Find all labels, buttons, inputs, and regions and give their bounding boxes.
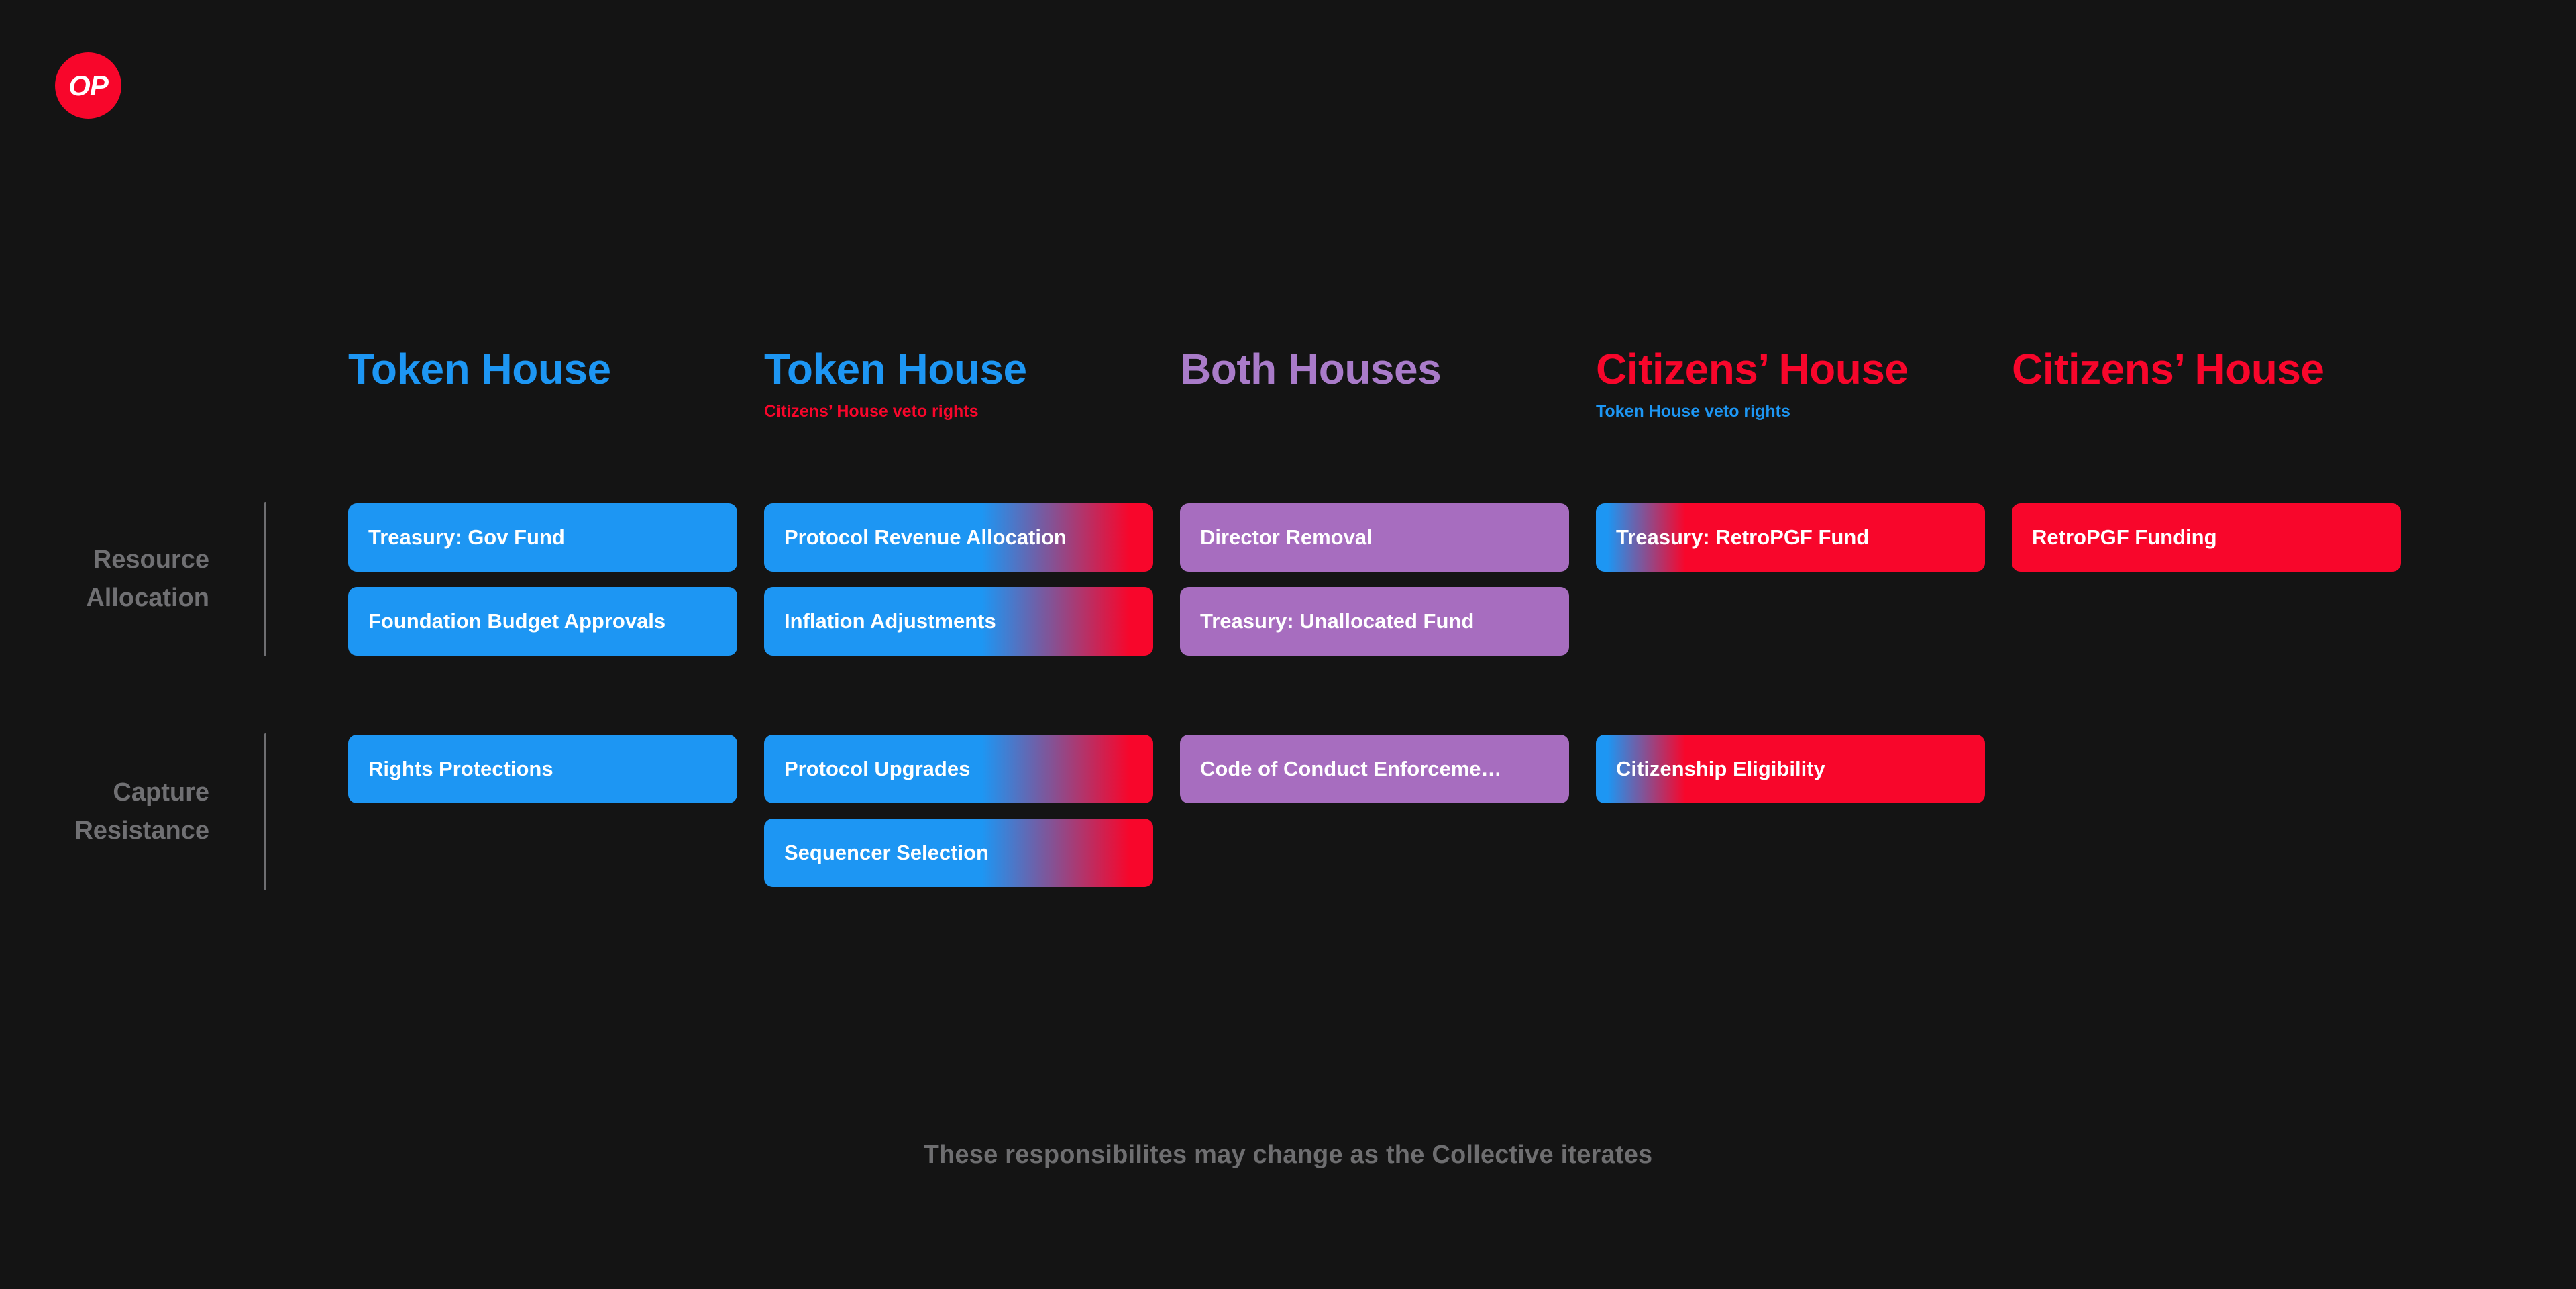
column-title: Citizens’ House — [2012, 345, 2324, 393]
pill-citizenship-eligibility: Citizenship Eligibility — [1596, 735, 1985, 803]
op-logo-text: OP — [68, 69, 109, 101]
pill-sequencer-selection: Sequencer Selection — [764, 819, 1153, 887]
column-header-citizens-house: Citizens’ House — [2012, 346, 2324, 393]
column-title: Token House — [764, 345, 1027, 393]
pill-treasury-gov-fund: Treasury: Gov Fund — [348, 503, 737, 572]
column-title: Both Houses — [1180, 345, 1442, 393]
column-title: Token House — [348, 345, 611, 393]
row-label-line: Resistance — [74, 817, 209, 845]
column-subtitle: Citizens’ House veto rights — [764, 402, 979, 421]
pill-protocol-upgrades: Protocol Upgrades — [764, 735, 1153, 803]
row-label-line: Allocation — [86, 584, 209, 612]
pill-inflation-adjustments: Inflation Adjustments — [764, 587, 1153, 656]
op-logo: OP — [55, 52, 121, 119]
row-divider-line — [264, 502, 266, 656]
pill-director-removal: Director Removal — [1180, 503, 1569, 572]
pill-rights-protections: Rights Protections — [348, 735, 737, 803]
pill-treasury-unallocated-fund: Treasury: Unallocated Fund — [1180, 587, 1569, 656]
row-label-line: Capture — [113, 778, 209, 807]
column-header-token-house: Token House — [348, 346, 611, 393]
footer-caption: These responsibilites may change as the … — [923, 1141, 1653, 1169]
pill-code-of-conduct-enforceme: Code of Conduct Enforceme… — [1180, 735, 1569, 803]
row-label-line: Resource — [93, 546, 209, 574]
column-subtitle: Token House veto rights — [1596, 402, 1790, 421]
column-header-both-houses: Both Houses — [1180, 345, 1442, 393]
pill-treasury-retropgf-fund: Treasury: RetroPGF Fund — [1596, 503, 1985, 572]
pill-foundation-budget-approvals: Foundation Budget Approvals — [348, 587, 737, 656]
row-divider-line — [264, 733, 266, 890]
column-title: Citizens’ House — [1596, 345, 1909, 393]
pill-protocol-revenue-allocation: Protocol Revenue Allocation — [764, 503, 1153, 572]
pill-retropgf-funding: RetroPGF Funding — [2012, 503, 2401, 572]
